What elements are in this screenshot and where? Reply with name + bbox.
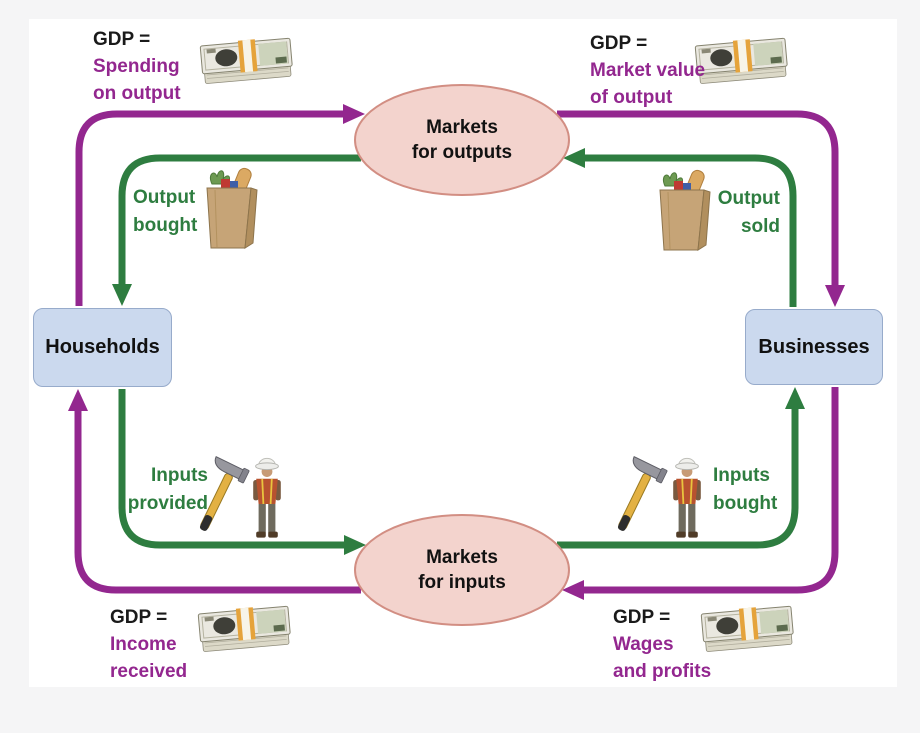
arrow-market-value-of-output [557, 110, 845, 307]
construction-worker-icon [672, 457, 702, 539]
output-bought-label: Output bought [133, 187, 198, 236]
grocery-bag-icon [206, 166, 258, 249]
gdp-prefix: GDP = [590, 33, 648, 54]
hammer-icon [602, 454, 668, 538]
arrow-wages-and-profits [562, 387, 839, 600]
construction-worker-icon [252, 457, 282, 539]
businesses-box: Businesses [745, 309, 883, 385]
gdp-wages-profits-label: GDP = Wages and profits [613, 604, 711, 685]
money-stack-icon [199, 35, 294, 85]
households-label: Households [45, 336, 160, 358]
markets-for-inputs-label: Markets for inputs [418, 547, 506, 593]
output-sold-label: Output sold [717, 188, 780, 237]
arrow-income-received [68, 389, 361, 594]
arrow-output-bought [112, 154, 361, 306]
inputs-bought-label: Inputs bought [713, 465, 778, 514]
arrow-inputs-bought [557, 387, 805, 549]
gdp-income-received-label: GDP = Income received [110, 604, 187, 685]
gdp-prefix: GDP = [110, 607, 168, 628]
gdp-market-value-label: GDP = Market value of output [590, 30, 705, 111]
money-stack-icon [694, 35, 789, 85]
markets-for-outputs-label: Markets for outputs [411, 117, 513, 163]
arrow-inputs-provided [118, 389, 366, 555]
inputs-provided-label: Inputs provided [127, 465, 208, 514]
gdp-prefix: GDP = [93, 29, 151, 50]
arrow-spending-on-output [75, 104, 365, 306]
gdp-spending-on-output-label: GDP = Spending on output [93, 26, 181, 107]
money-stack-icon [197, 603, 292, 653]
gdp-prefix: GDP = [613, 607, 671, 628]
markets-for-inputs-ellipse [354, 514, 570, 626]
money-stack-icon [700, 603, 795, 653]
markets-for-outputs-ellipse [354, 84, 570, 196]
households-box: Households [33, 308, 172, 387]
businesses-label: Businesses [758, 335, 870, 358]
arrow-output-sold [563, 148, 797, 307]
